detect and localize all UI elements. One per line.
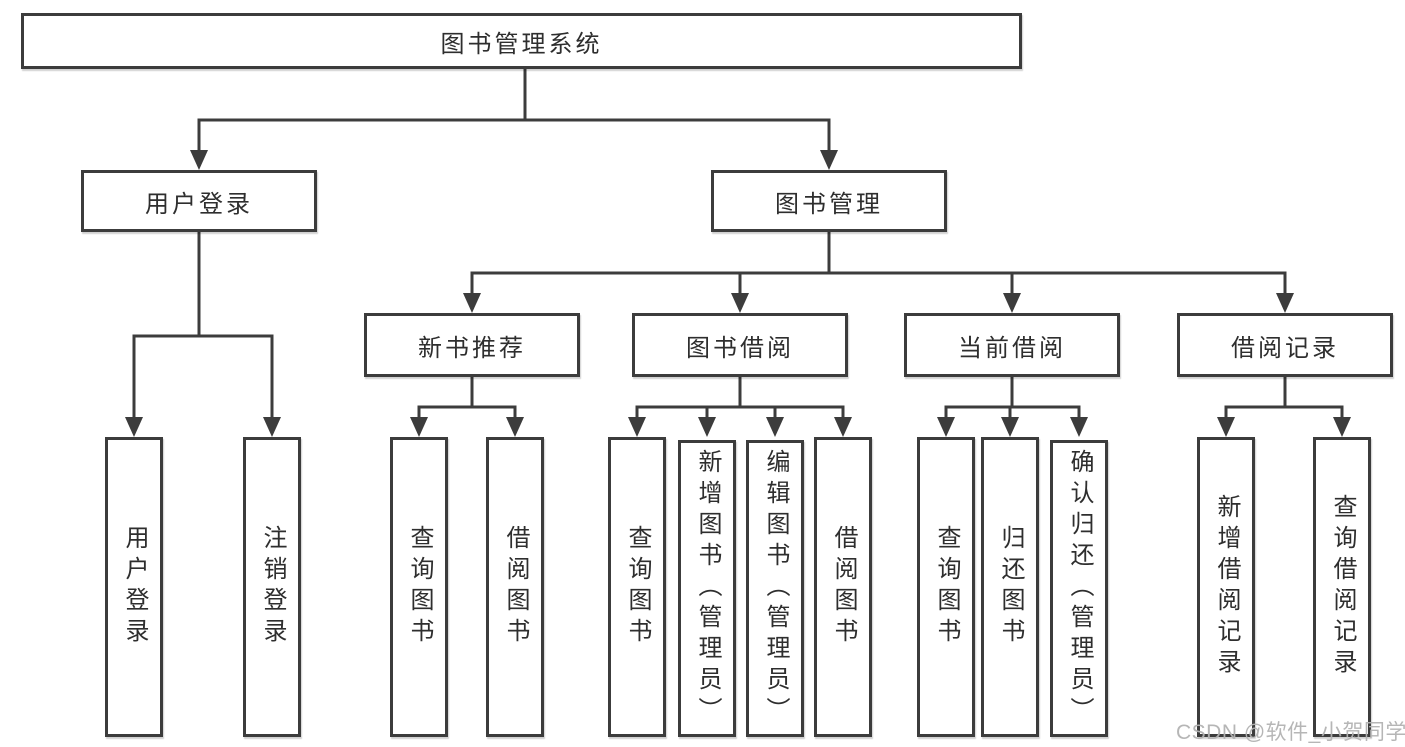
leaf-edit-books-admin: 编辑图书（管理员） bbox=[746, 440, 804, 737]
leaf-borrow-books-recommend: 借阅图书 bbox=[486, 437, 544, 737]
leaf-query-books-borrowing: 查询图书 bbox=[608, 437, 666, 737]
connector-user-login-branch bbox=[125, 232, 281, 437]
leaf-label: 查询借阅记录 bbox=[1329, 494, 1356, 680]
leaf-label: 确认归还（管理员） bbox=[1066, 449, 1093, 728]
leaf-query-books-current: 查询图书 bbox=[917, 437, 975, 737]
connector-root bbox=[190, 69, 838, 170]
connector-borrowing-records-branch bbox=[1217, 377, 1351, 437]
leaf-user-login: 用户登录 bbox=[105, 437, 163, 737]
leaf-label: 借阅图书 bbox=[502, 525, 529, 649]
node-current-borrowing: 当前借阅 bbox=[904, 313, 1120, 377]
leaf-label: 用户登录 bbox=[121, 525, 148, 649]
leaf-confirm-return-admin: 确认归还（管理员） bbox=[1050, 440, 1108, 737]
node-library-management-system: 图书管理系统 bbox=[21, 13, 1022, 69]
connector-book-borrowing-branch bbox=[628, 377, 852, 437]
leaf-label: 新增图书（管理员） bbox=[694, 449, 721, 728]
leaf-label: 编辑图书（管理员） bbox=[762, 449, 789, 728]
node-borrowing-records: 借阅记录 bbox=[1177, 313, 1393, 377]
leaf-borrow-books-borrowing: 借阅图书 bbox=[814, 437, 872, 737]
node-new-book-recommendation: 新书推荐 bbox=[364, 313, 580, 377]
node-book-borrowing: 图书借阅 bbox=[632, 313, 848, 377]
connector-new-book-branch bbox=[410, 377, 524, 437]
csdn-watermark: CSDN @软件_小贺同学 bbox=[1176, 721, 1405, 744]
leaf-label: 借阅图书 bbox=[830, 525, 857, 649]
connector-book-management-branch bbox=[463, 232, 1294, 313]
leaf-label: 归还图书 bbox=[997, 525, 1024, 649]
leaf-label: 注销登录 bbox=[259, 525, 286, 649]
leaf-return-books: 归还图书 bbox=[981, 437, 1039, 737]
leaf-label: 查询图书 bbox=[406, 525, 433, 649]
node-book-management-module: 图书管理 bbox=[711, 170, 947, 232]
leaf-logout: 注销登录 bbox=[243, 437, 301, 737]
leaf-query-books-recommend: 查询图书 bbox=[390, 437, 448, 737]
leaf-query-borrowing-record: 查询借阅记录 bbox=[1313, 437, 1371, 737]
node-user-login-module: 用户登录 bbox=[81, 170, 317, 232]
leaf-label: 查询图书 bbox=[624, 525, 651, 649]
leaf-add-borrowing-record: 新增借阅记录 bbox=[1197, 437, 1255, 737]
leaf-label: 查询图书 bbox=[933, 525, 960, 649]
leaf-add-books-admin: 新增图书（管理员） bbox=[678, 440, 736, 737]
connector-current-borrowing-branch bbox=[937, 377, 1088, 437]
leaf-label: 新增借阅记录 bbox=[1213, 494, 1240, 680]
